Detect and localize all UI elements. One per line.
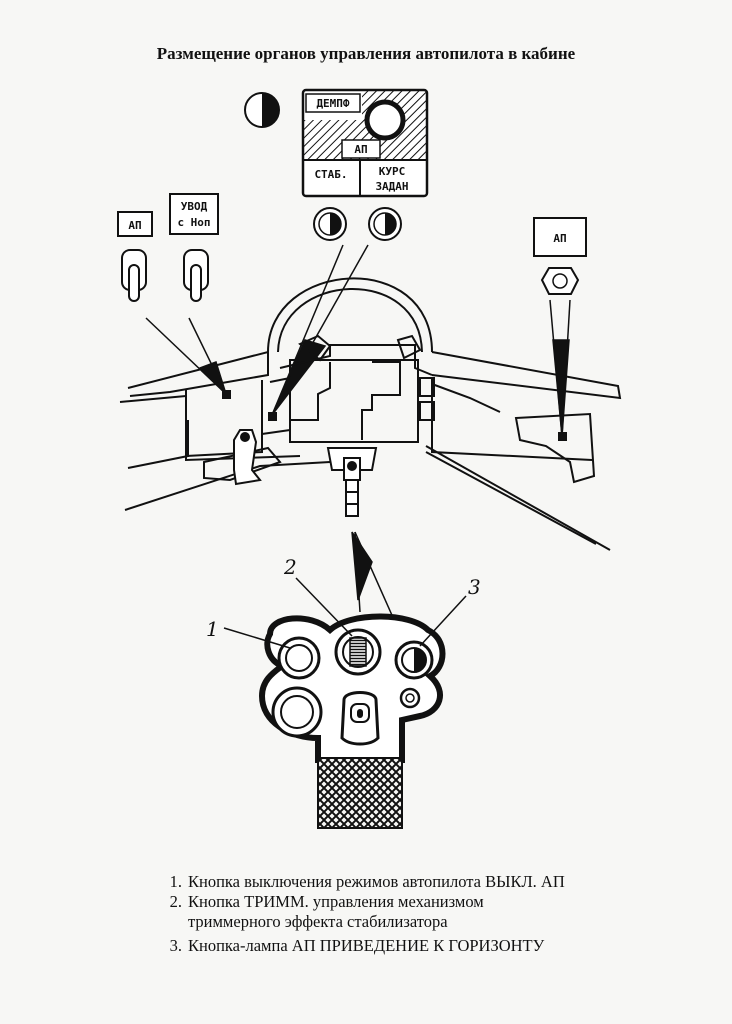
uvod-label-line1: УВОД [181,200,208,213]
legend-text: Кнопка выключения режимов автопилота ВЫК… [188,872,565,891]
uvod-toggle-switch-group: УВОД с Нoп [169,193,219,302]
legend-item: 2. Кнопка ТРИММ. управления механизмом т… [160,892,565,932]
autopilot-control-panel: ДЕМПФ АП СТАБ. КУРС ЗАДАН [301,88,429,198]
callout-1: 1 [206,617,219,641]
uvod-toggle-switch[interactable] [183,249,209,302]
kurs-label-line2: ЗАДАН [375,180,408,193]
legend-text: Кнопка ТРИММ. управления механизмом трим… [188,892,484,931]
grip-small-button[interactable] [399,687,421,709]
left-throttle-lever [233,429,262,486]
button-2-trim[interactable] [334,628,382,676]
button-1-autopilot-off[interactable] [277,636,321,680]
legend-text: Кнопка-лампа АП ПРИВЕДЕНИЕ К ГОРИЗОНТУ [188,936,545,955]
ap-toggle-switch-group: АП [117,211,153,302]
legend-number: 2. [169,892,182,911]
legend: 1. Кнопка выключения режимов автопилота … [160,872,565,956]
kurs-lamp-button[interactable] [368,207,402,241]
legend-number: 3. [169,936,182,955]
pointer-markers [222,390,567,441]
legend-item: 1. Кнопка выключения режимов автопилота … [160,872,565,892]
ap-toggle-switch[interactable] [121,249,147,302]
legend-number: 1. [169,872,182,891]
grip-large-button[interactable] [271,686,323,738]
cockpit-outline [119,277,622,551]
legend-item: 3. Кнопка-лампа АП ПРИВЕДЕНИЕ К ГОРИЗОНТ… [160,936,565,956]
uvod-label-line2: с Нoп [177,216,210,229]
button-3-ap-horizon-lamp[interactable] [394,640,434,680]
right-ap-control-group: АП [533,217,587,295]
stab-label: СТАБ. [314,168,347,181]
ap-switch-label: АП [128,219,141,232]
callout-2: 2 [283,555,297,579]
standalone-lamp-button[interactable] [244,92,280,128]
dempf-lamp-button[interactable] [364,99,406,141]
dempf-label: ДЕМПФ [316,97,349,110]
callout-3: 3 [468,575,481,599]
pointer-wedges [145,244,571,623]
control-stick-small [326,447,378,517]
ap-panel-label: АП [354,143,367,156]
callout-lines [223,577,467,649]
diagram-title: Размещение органов управления автопилота… [156,44,576,63]
stab-lamp-button[interactable] [313,207,347,241]
grip-handle [317,757,403,829]
kurs-label-line1: КУРС [379,165,406,178]
grip-trigger[interactable] [340,691,380,746]
right-ap-label: АП [553,232,566,245]
